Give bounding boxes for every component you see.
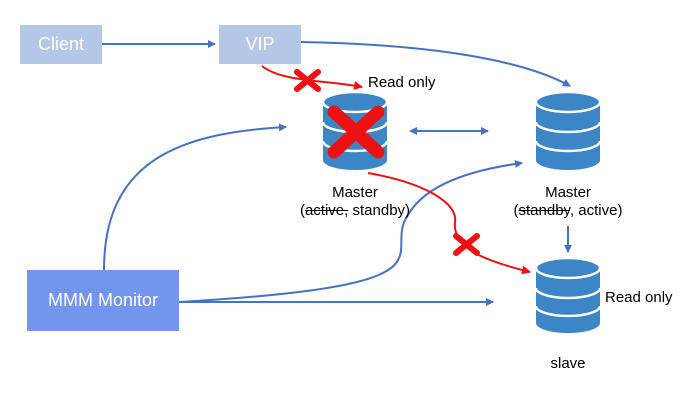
new-master-caption: Master (standby, active)	[503, 184, 633, 219]
mmm-monitor-node: MMM Monitor	[27, 270, 179, 331]
monitor-to-old-master-arrow	[103, 123, 287, 271]
old-master-title: Master	[332, 184, 378, 201]
slave-label: slave	[550, 355, 586, 372]
old-master-failed-cross-icon	[327, 105, 385, 159]
old-master-to-slave-red-arrow	[367, 172, 531, 275]
monitor-to-new-master-arrow	[178, 159, 523, 303]
read-only-label-top: Read only	[368, 74, 436, 91]
vip-node: VIP	[219, 25, 301, 64]
old-master-struck-role: active,	[304, 202, 349, 219]
new-master-title: Master	[545, 184, 591, 201]
slave-db-icon	[534, 256, 602, 333]
old-master-roles: (active, standby)	[299, 202, 411, 219]
old-master-caption: Master (active, standby)	[290, 184, 420, 219]
read-only-label-slave: Read only	[605, 289, 673, 306]
new-master-roles: (standby, active)	[513, 202, 623, 219]
vip-to-new-master-arrow	[300, 41, 571, 87]
new-master-struck-role: standby	[518, 202, 570, 219]
new-master-db-icon	[534, 90, 602, 170]
vip-link-broken-cross-icon	[294, 69, 321, 92]
client-node: Client	[20, 25, 102, 64]
replication-broken-cross-icon	[453, 233, 480, 256]
